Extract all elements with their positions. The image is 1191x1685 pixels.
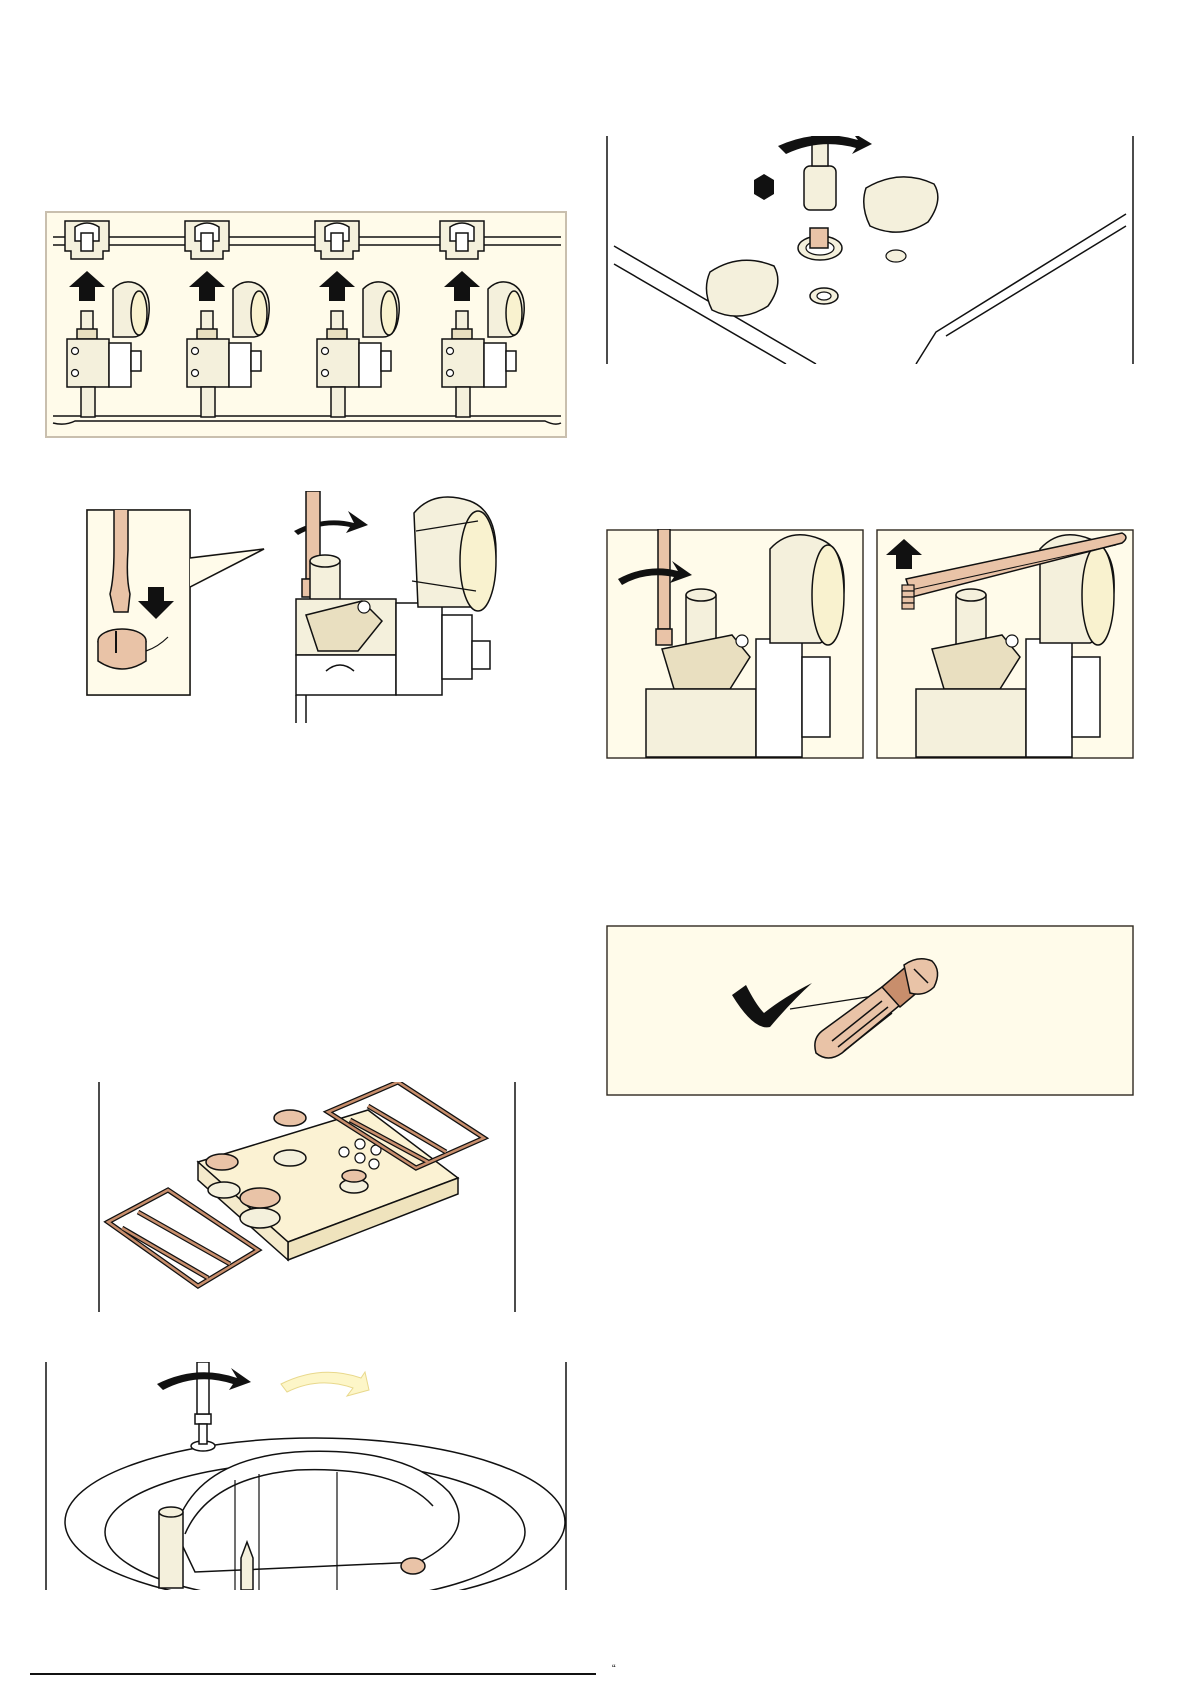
rotate-arrow-ghost-icon bbox=[281, 1372, 369, 1396]
fig-screwdriver-valve bbox=[86, 491, 556, 723]
footer-rule bbox=[30, 1673, 596, 1675]
rotate-arrow-icon bbox=[294, 511, 368, 535]
fig-valve-clips-row bbox=[45, 211, 567, 438]
hexagon-icon bbox=[754, 174, 774, 200]
fig-bypass-screw-pair bbox=[606, 529, 1134, 759]
page-mark: “ bbox=[612, 1663, 616, 1675]
fig-hob-exploded bbox=[98, 1082, 516, 1312]
fig-injector-wrench bbox=[606, 136, 1134, 364]
fig-burner-screw bbox=[45, 1362, 567, 1590]
fig-bypass-screw-check bbox=[606, 925, 1134, 1096]
